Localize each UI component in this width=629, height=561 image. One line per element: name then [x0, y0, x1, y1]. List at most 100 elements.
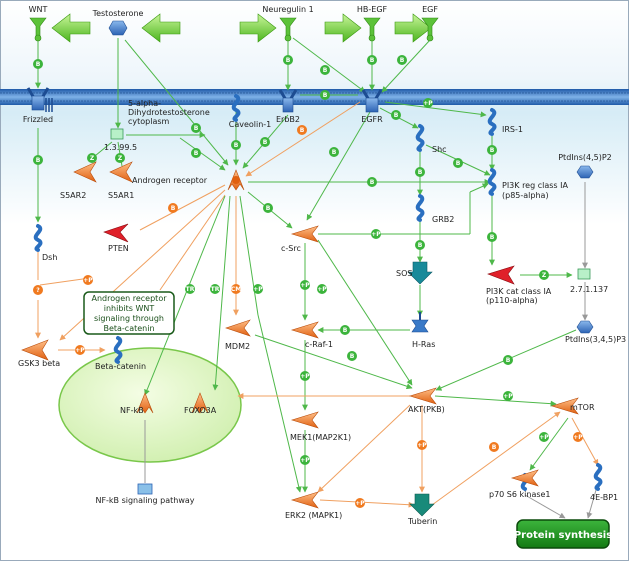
grb2-squiggle-icon[interactable]	[415, 194, 425, 222]
badge-label: +P	[371, 231, 381, 238]
badge-label: +P	[83, 277, 93, 284]
badge-p: +P	[300, 280, 310, 290]
ebp1-squiggle-icon[interactable]	[593, 463, 603, 491]
neuregulin-ligand-icon[interactable]	[279, 17, 297, 42]
ptdins45-hexagon-icon[interactable]	[576, 165, 594, 179]
nfkb-pathway-box[interactable]	[137, 483, 153, 495]
badge-p: +P	[317, 284, 327, 294]
badge-label: +P	[253, 286, 263, 293]
badge-label: ?	[36, 287, 40, 294]
pi3k-cat-kinase-icon[interactable]	[487, 265, 515, 285]
label-ptdins345: PtdIns(3,4,5)P3	[565, 335, 626, 344]
label-pi3k-reg-2: (p85-alpha)	[502, 191, 549, 200]
frizzled-receptor-icon[interactable]	[26, 87, 53, 112]
note-line-3: signaling through	[94, 314, 164, 323]
egf-ligand-icon[interactable]	[421, 17, 439, 42]
mek1-enzyme-icon[interactable]	[290, 411, 319, 429]
badge-label: +P	[300, 457, 310, 464]
craf-enzyme-icon[interactable]	[290, 321, 319, 339]
note-line-4: Beta-catenin	[103, 324, 154, 333]
ptdins345-hexagon-icon[interactable]	[576, 320, 594, 334]
irs1-squiggle-icon[interactable]	[487, 108, 497, 136]
badge-label: B	[343, 327, 348, 334]
input-arrow-testosterone	[141, 13, 181, 43]
badge-p: +P	[539, 432, 549, 442]
label-s5ar2: S5AR2	[60, 191, 86, 200]
erk2-enzyme-icon[interactable]	[290, 491, 319, 509]
badge-label: +P	[423, 100, 433, 107]
badge-unknown: ?	[33, 285, 43, 295]
erbb2-receptor-icon[interactable]	[278, 89, 298, 113]
protein-synthesis-label: Protein synthesis	[514, 530, 612, 541]
badge-b: B	[231, 140, 241, 150]
badge-label: Z	[90, 155, 95, 162]
wnt-ligand-icon[interactable]	[29, 17, 47, 42]
label-mdm2: MDM2	[225, 342, 250, 351]
label-shc: Shc	[432, 145, 447, 154]
gsk3-enzyme-icon[interactable]	[21, 339, 49, 361]
dsh-squiggle-icon[interactable]	[33, 224, 43, 252]
betacat-squiggle-icon[interactable]	[113, 336, 123, 364]
s5ar2-enzyme-icon[interactable]	[73, 161, 97, 183]
label-gsk3: GSK3 beta	[18, 359, 60, 368]
s5ar1-enzyme-icon[interactable]	[109, 161, 133, 183]
badge-label: +P	[539, 434, 549, 441]
label-pten: PTEN	[108, 244, 129, 253]
badge-label: B	[400, 57, 405, 64]
csrc-enzyme-icon[interactable]	[290, 225, 319, 243]
badge-label: +P	[503, 393, 513, 400]
badge-label: B	[36, 157, 41, 164]
badge-p: +P	[300, 371, 310, 381]
badge-label: B	[370, 57, 375, 64]
badge-label: +P	[75, 347, 85, 354]
badge-label: +P	[300, 282, 310, 289]
badge-p: +P	[371, 229, 381, 239]
tuberin-icon[interactable]	[409, 493, 435, 517]
foxo3-tf-icon[interactable]	[191, 392, 209, 414]
protein-synthesis-box[interactable]	[516, 519, 610, 549]
labels: WNT Testosterone Neuregulin 1 HB-EGF EGF…	[18, 5, 626, 541]
androgen-receptor-icon[interactable]	[227, 169, 245, 191]
input-arrow-wnt	[51, 13, 91, 43]
badge-tr: TR	[210, 284, 220, 294]
mdm2-enzyme-icon[interactable]	[225, 319, 251, 337]
badge-label: B	[194, 125, 199, 132]
badge-z: Z	[539, 270, 549, 280]
badge-cm: CM	[231, 284, 241, 294]
label-nfkb: NF-kB	[120, 406, 144, 415]
badge-b: B	[283, 55, 293, 65]
label-ptdins45: PtdIns(4,5)P2	[558, 153, 612, 162]
label-pi3k-cat-1: PI3K cat class IA	[486, 287, 552, 296]
hras-icon[interactable]	[411, 312, 429, 333]
sos-icon[interactable]	[407, 261, 433, 285]
label-frizzled: Frizzled	[23, 115, 53, 124]
akt-enzyme-icon[interactable]	[408, 387, 437, 405]
label-caveolin: Caveolin-1	[229, 120, 272, 129]
pi3k-reg-squiggle-icon[interactable]	[487, 168, 497, 196]
ec-1399-box[interactable]	[110, 128, 124, 140]
badge-z: Z	[115, 153, 125, 163]
badge-p: +P	[423, 98, 433, 108]
label-irs1: IRS-1	[502, 125, 523, 134]
badge-label: B	[394, 112, 399, 119]
label-ar: Androgen receptor	[132, 176, 208, 185]
mtor-enzyme-icon[interactable]	[550, 397, 579, 415]
badge-b-orange: B	[489, 442, 499, 452]
pten-phosphatase-icon[interactable]	[103, 223, 129, 243]
label-s5ar1: S5AR1	[108, 191, 134, 200]
badge-b: B	[453, 158, 463, 168]
testosterone-hexagon-icon[interactable]	[108, 20, 128, 36]
note-line-1: Androgen receptor	[92, 294, 168, 303]
label-sos: SOS	[396, 269, 412, 278]
egfr-receptor-icon[interactable]	[361, 89, 383, 113]
p70-enzyme-icon[interactable]	[510, 469, 539, 487]
label-erbb2: ErbB2	[276, 115, 300, 124]
badge-label: +P	[355, 500, 365, 507]
ec-27-box[interactable]	[577, 268, 591, 280]
nfkb-tf-icon[interactable]	[136, 392, 154, 414]
caveolin-squiggle-icon[interactable]	[231, 94, 241, 122]
hbegf-ligand-icon[interactable]	[363, 17, 381, 42]
shc-squiggle-icon[interactable]	[415, 124, 425, 152]
